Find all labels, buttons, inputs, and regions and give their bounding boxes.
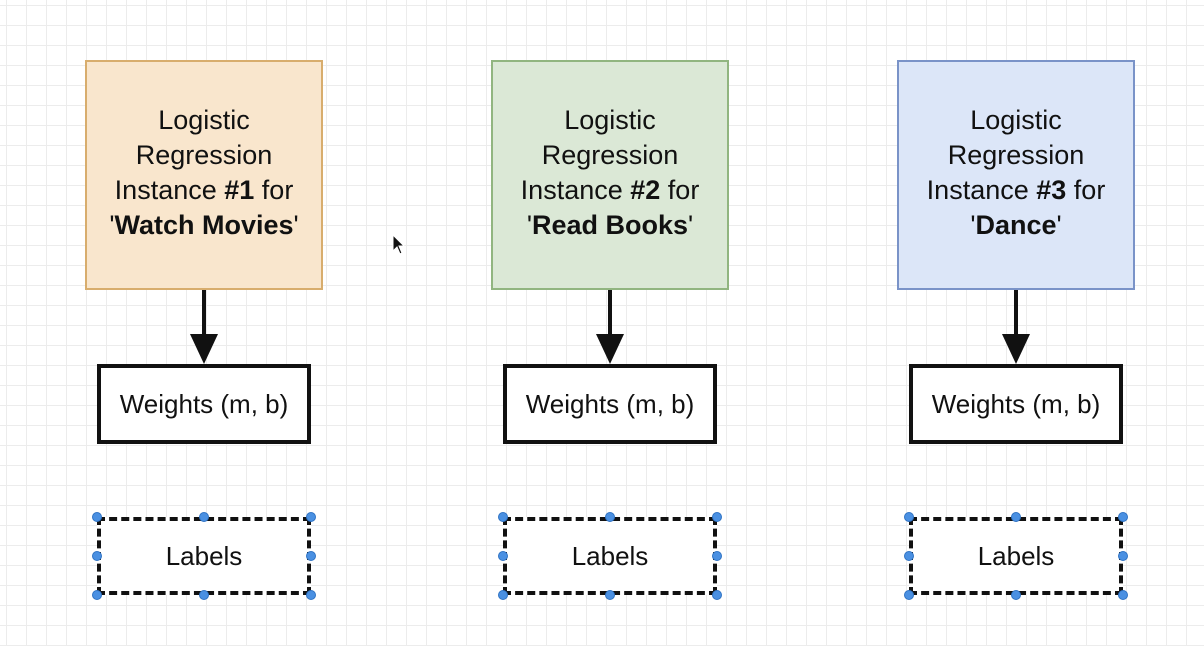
model-target-line: 'Watch Movies' — [109, 210, 299, 240]
selection-handle[interactable] — [92, 551, 102, 561]
selection-handle[interactable] — [1011, 512, 1021, 522]
selection-handle[interactable] — [498, 512, 508, 522]
selection-handle[interactable] — [1011, 590, 1021, 600]
labels-box[interactable]: Labels — [503, 517, 717, 595]
model-title-line1: Logistic — [970, 105, 1062, 135]
model-instance-line: Instance #2 for — [520, 175, 700, 205]
arrow-connector — [190, 290, 218, 364]
model-target-line: 'Read Books' — [526, 210, 694, 240]
instance-number: #2 — [630, 175, 661, 205]
model-title-line2: Regression — [541, 140, 679, 170]
labels-box-selected[interactable]: Labels — [904, 512, 1128, 600]
mouse-pointer-icon — [392, 234, 406, 255]
selection-handle[interactable] — [199, 590, 209, 600]
selection-handle[interactable] — [605, 512, 615, 522]
selection-handle[interactable] — [498, 551, 508, 561]
weights-box[interactable]: Weights (m, b) — [909, 364, 1123, 444]
selection-handle[interactable] — [306, 512, 316, 522]
model-title-line1: Logistic — [158, 105, 250, 135]
selection-handle[interactable] — [712, 551, 722, 561]
column-watch-movies: Logistic Regression Instance #1 for 'Wat… — [85, 0, 325, 646]
arrow-connector — [1002, 290, 1030, 364]
model-title-line2: Regression — [135, 140, 273, 170]
column-read-books: Logistic Regression Instance #2 for 'Rea… — [491, 0, 731, 646]
selection-handle[interactable] — [904, 590, 914, 600]
labels-box[interactable]: Labels — [909, 517, 1123, 595]
selection-handle[interactable] — [306, 551, 316, 561]
model-box-instance-2[interactable]: Logistic Regression Instance #2 for 'Rea… — [491, 60, 729, 290]
instance-number: #1 — [224, 175, 255, 205]
model-instance-line: Instance #1 for — [114, 175, 294, 205]
target-label: Watch Movies — [114, 210, 294, 240]
selection-handle[interactable] — [712, 590, 722, 600]
labels-box-selected[interactable]: Labels — [92, 512, 316, 600]
arrow-connector — [596, 290, 624, 364]
model-title-line1: Logistic — [564, 105, 656, 135]
weights-box[interactable]: Weights (m, b) — [97, 364, 311, 444]
selection-handle[interactable] — [1118, 590, 1128, 600]
selection-handle[interactable] — [306, 590, 316, 600]
selection-handle[interactable] — [1118, 512, 1128, 522]
model-instance-line: Instance #3 for — [926, 175, 1106, 205]
weights-box[interactable]: Weights (m, b) — [503, 364, 717, 444]
selection-handle[interactable] — [712, 512, 722, 522]
selection-handle[interactable] — [199, 512, 209, 522]
selection-handle[interactable] — [92, 590, 102, 600]
target-label: Read Books — [531, 210, 689, 240]
model-box-instance-1[interactable]: Logistic Regression Instance #1 for 'Wat… — [85, 60, 323, 290]
model-target-line: 'Dance' — [970, 210, 1062, 240]
selection-handle[interactable] — [904, 512, 914, 522]
selection-handle[interactable] — [605, 590, 615, 600]
labels-box[interactable]: Labels — [97, 517, 311, 595]
column-dance: Logistic Regression Instance #3 for 'Dan… — [897, 0, 1137, 646]
model-box-instance-3[interactable]: Logistic Regression Instance #3 for 'Dan… — [897, 60, 1135, 290]
selection-handle[interactable] — [498, 590, 508, 600]
selection-handle[interactable] — [904, 551, 914, 561]
model-title-line2: Regression — [947, 140, 1085, 170]
target-label: Dance — [975, 210, 1057, 240]
selection-handle[interactable] — [1118, 551, 1128, 561]
labels-box-selected[interactable]: Labels — [498, 512, 722, 600]
selection-handle[interactable] — [92, 512, 102, 522]
instance-number: #3 — [1036, 175, 1067, 205]
